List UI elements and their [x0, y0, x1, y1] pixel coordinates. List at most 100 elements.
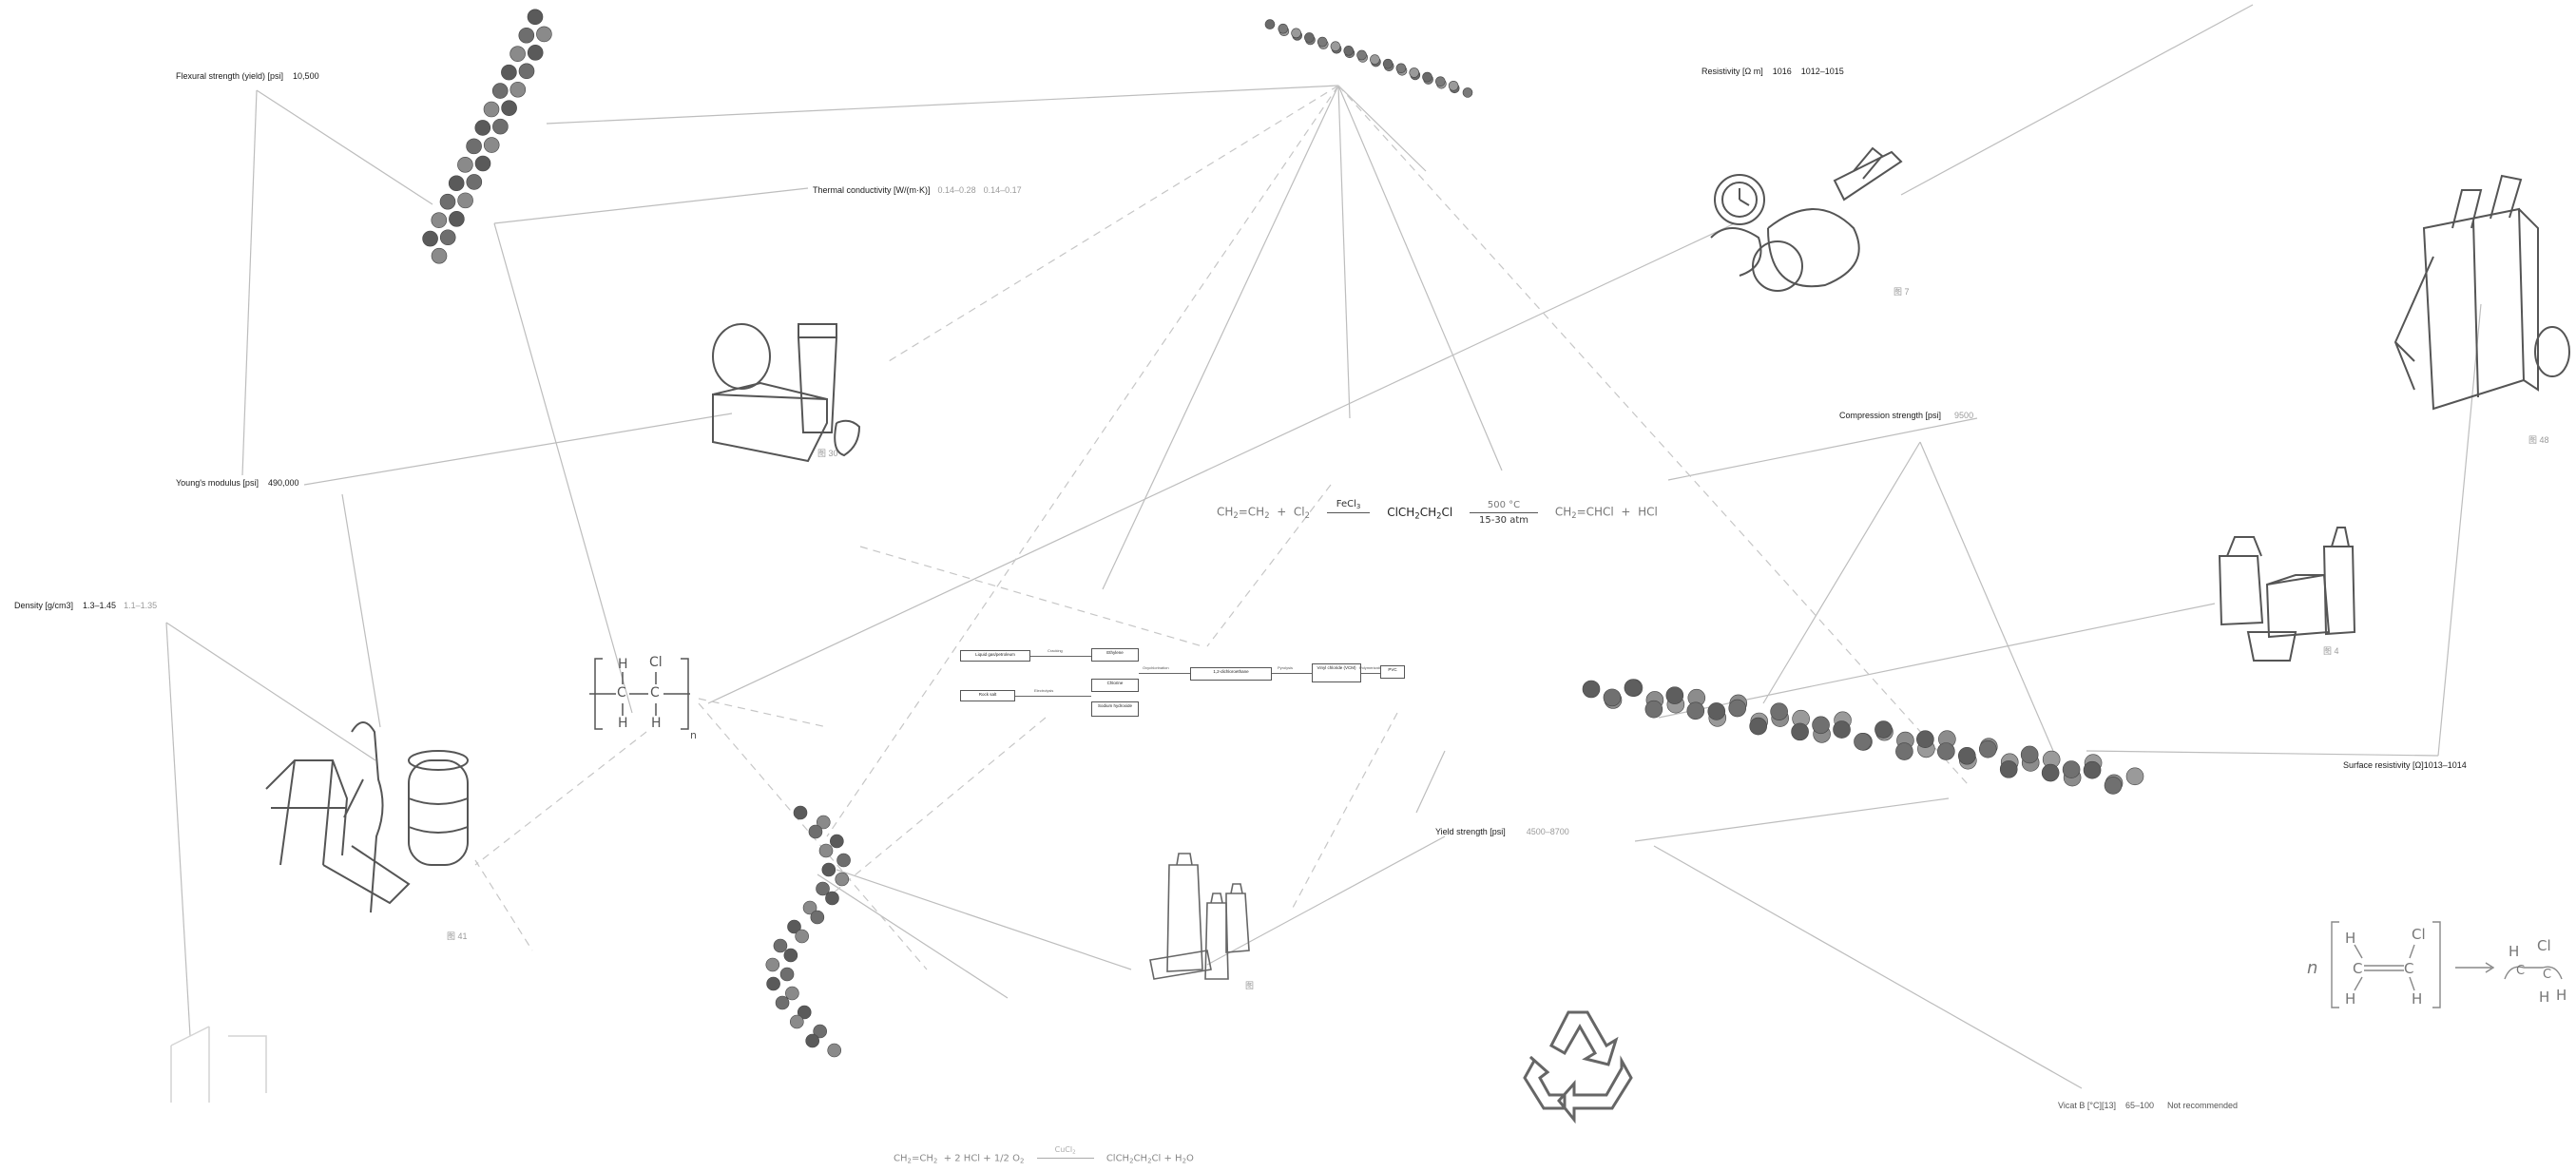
atom-ball	[1304, 32, 1315, 43]
atom-ball	[1978, 739, 1997, 758]
flow-box-vcm: Vinyl chloride (VCM)	[1312, 663, 1361, 682]
atom-c: C	[650, 685, 660, 701]
label-value: 0.14–0.28	[937, 185, 976, 195]
flow-step-label: Pyrolysis	[1278, 665, 1294, 670]
label-value-2: 1.1–1.35	[124, 601, 158, 610]
eq-subscript: 2	[1414, 510, 1420, 520]
atom-ball	[1462, 87, 1473, 98]
eq-subscript: 2	[1182, 1157, 1187, 1165]
flow-step-label: Electrolysis	[1034, 688, 1054, 693]
eq-text: =CHCl	[1576, 505, 1614, 519]
atom-ball	[1749, 717, 1767, 736]
reaction-arrow-1: FeCl3	[1326, 499, 1371, 526]
atom-ball	[1370, 54, 1380, 65]
eq-text: HCl	[1638, 505, 1658, 519]
recycle-icon	[1523, 1010, 1633, 1124]
atom-ball	[2041, 763, 2060, 782]
bottles-figure	[1149, 853, 1250, 980]
eq-text: =CH	[911, 1153, 933, 1164]
eq-text: O	[1186, 1153, 1194, 1164]
atom-ball	[2104, 777, 2123, 795]
atom-ball	[449, 211, 465, 227]
label-name: Vicat B [°C][13]	[2058, 1101, 2116, 1110]
atom-ball	[1582, 680, 1601, 699]
atom-ball	[830, 834, 844, 849]
flow-box-edc: 1,2-dichloroethane	[1190, 667, 1272, 681]
eq-text: CH	[1554, 505, 1572, 519]
atom-ball	[775, 995, 790, 1010]
atom-ball	[808, 824, 823, 839]
link-line	[1206, 835, 1446, 966]
atom-ball	[816, 881, 830, 896]
atom-ball	[779, 967, 795, 982]
atom-cl: Cl	[2537, 937, 2551, 954]
atom-ball	[1854, 733, 1872, 751]
link-line	[546, 85, 1339, 125]
atom-ball	[783, 948, 798, 963]
atom-ball	[1686, 701, 1705, 720]
atom-ball	[536, 26, 552, 43]
eq-text: =CH	[1238, 505, 1265, 519]
atom-ball	[492, 118, 509, 135]
atom-ball	[793, 805, 808, 820]
link-line	[1634, 797, 1950, 842]
atom-ball	[1603, 688, 1622, 707]
label-value: 1.3–1.45	[83, 601, 117, 610]
atom-ball	[474, 120, 491, 136]
atom-h: H	[2345, 990, 2356, 1008]
atom-ball	[1422, 71, 1432, 83]
eq-plus: +	[1277, 505, 1287, 519]
atom-ball	[509, 81, 527, 98]
atom-ball	[1999, 760, 2018, 778]
atom-h: H	[618, 657, 628, 672]
label-name: Yield strength [psi]	[1435, 827, 1506, 836]
atom-ball	[802, 900, 817, 915]
flow-step-label: Oxychlorination	[1143, 665, 1169, 670]
eq-text: + 2 HCl + 1/2 O	[943, 1153, 1020, 1164]
atom-ball	[1624, 679, 1643, 697]
eq-subscript: 2	[1304, 510, 1310, 520]
atom-ball	[1382, 58, 1394, 69]
link-line	[1658, 603, 2216, 719]
molecule-chain-right	[1582, 679, 2144, 795]
atom-ball	[1916, 730, 1934, 749]
atom-ball	[491, 83, 509, 99]
atom-ball	[457, 157, 473, 173]
atom-ball	[790, 1014, 804, 1029]
wardrobe-figure	[2393, 174, 2570, 411]
label-name: Resistivity [Ω m]	[1701, 67, 1763, 76]
flow-step-label: Polymerization	[1359, 665, 1385, 670]
atom-ball	[1728, 699, 1747, 718]
eq-subscript: 2	[907, 1157, 912, 1165]
reaction-equation-main: CH2=CH2 + Cl2 FeCl3 ClCH2CH2Cl 500 °C 15…	[1217, 499, 1658, 526]
link-line	[1653, 845, 2083, 1089]
link-line	[493, 187, 809, 224]
atom-ball	[1356, 49, 1367, 61]
link-line-dashed	[826, 85, 1339, 837]
link-line	[165, 622, 376, 761]
flow-box-ethylene: Ethylene	[1091, 648, 1139, 662]
reaction-arrow-3: CuCl2	[1036, 1145, 1094, 1171]
atom-ball	[1770, 702, 1788, 720]
atom-ball	[431, 212, 448, 228]
polymerization-scheme: n H Cl C C H H H Cl C C H H	[2305, 912, 2576, 1017]
atom-c: C	[2516, 964, 2526, 978]
atom-ball	[818, 843, 834, 858]
figure-caption: 图 41	[447, 931, 468, 941]
label-value: 9500	[1954, 411, 1974, 420]
atom-ball	[1264, 19, 1276, 29]
link-line-dashed	[1292, 712, 1398, 909]
atom-ball	[810, 910, 825, 925]
eq-subscript: 3	[1355, 503, 1361, 510]
figure-caption: 图 48	[2528, 435, 2549, 445]
label-value-2: 0.14–0.17	[983, 185, 1022, 195]
eq-text: CH	[1419, 505, 1437, 519]
atom-ball	[439, 193, 456, 210]
link-line	[707, 222, 1736, 704]
atom-ball	[836, 853, 851, 868]
production-flowchart: Liquid gas/petroleum Rock salt Cracking …	[960, 639, 1407, 717]
atom-ball	[1833, 720, 1851, 739]
link-line	[256, 89, 433, 205]
